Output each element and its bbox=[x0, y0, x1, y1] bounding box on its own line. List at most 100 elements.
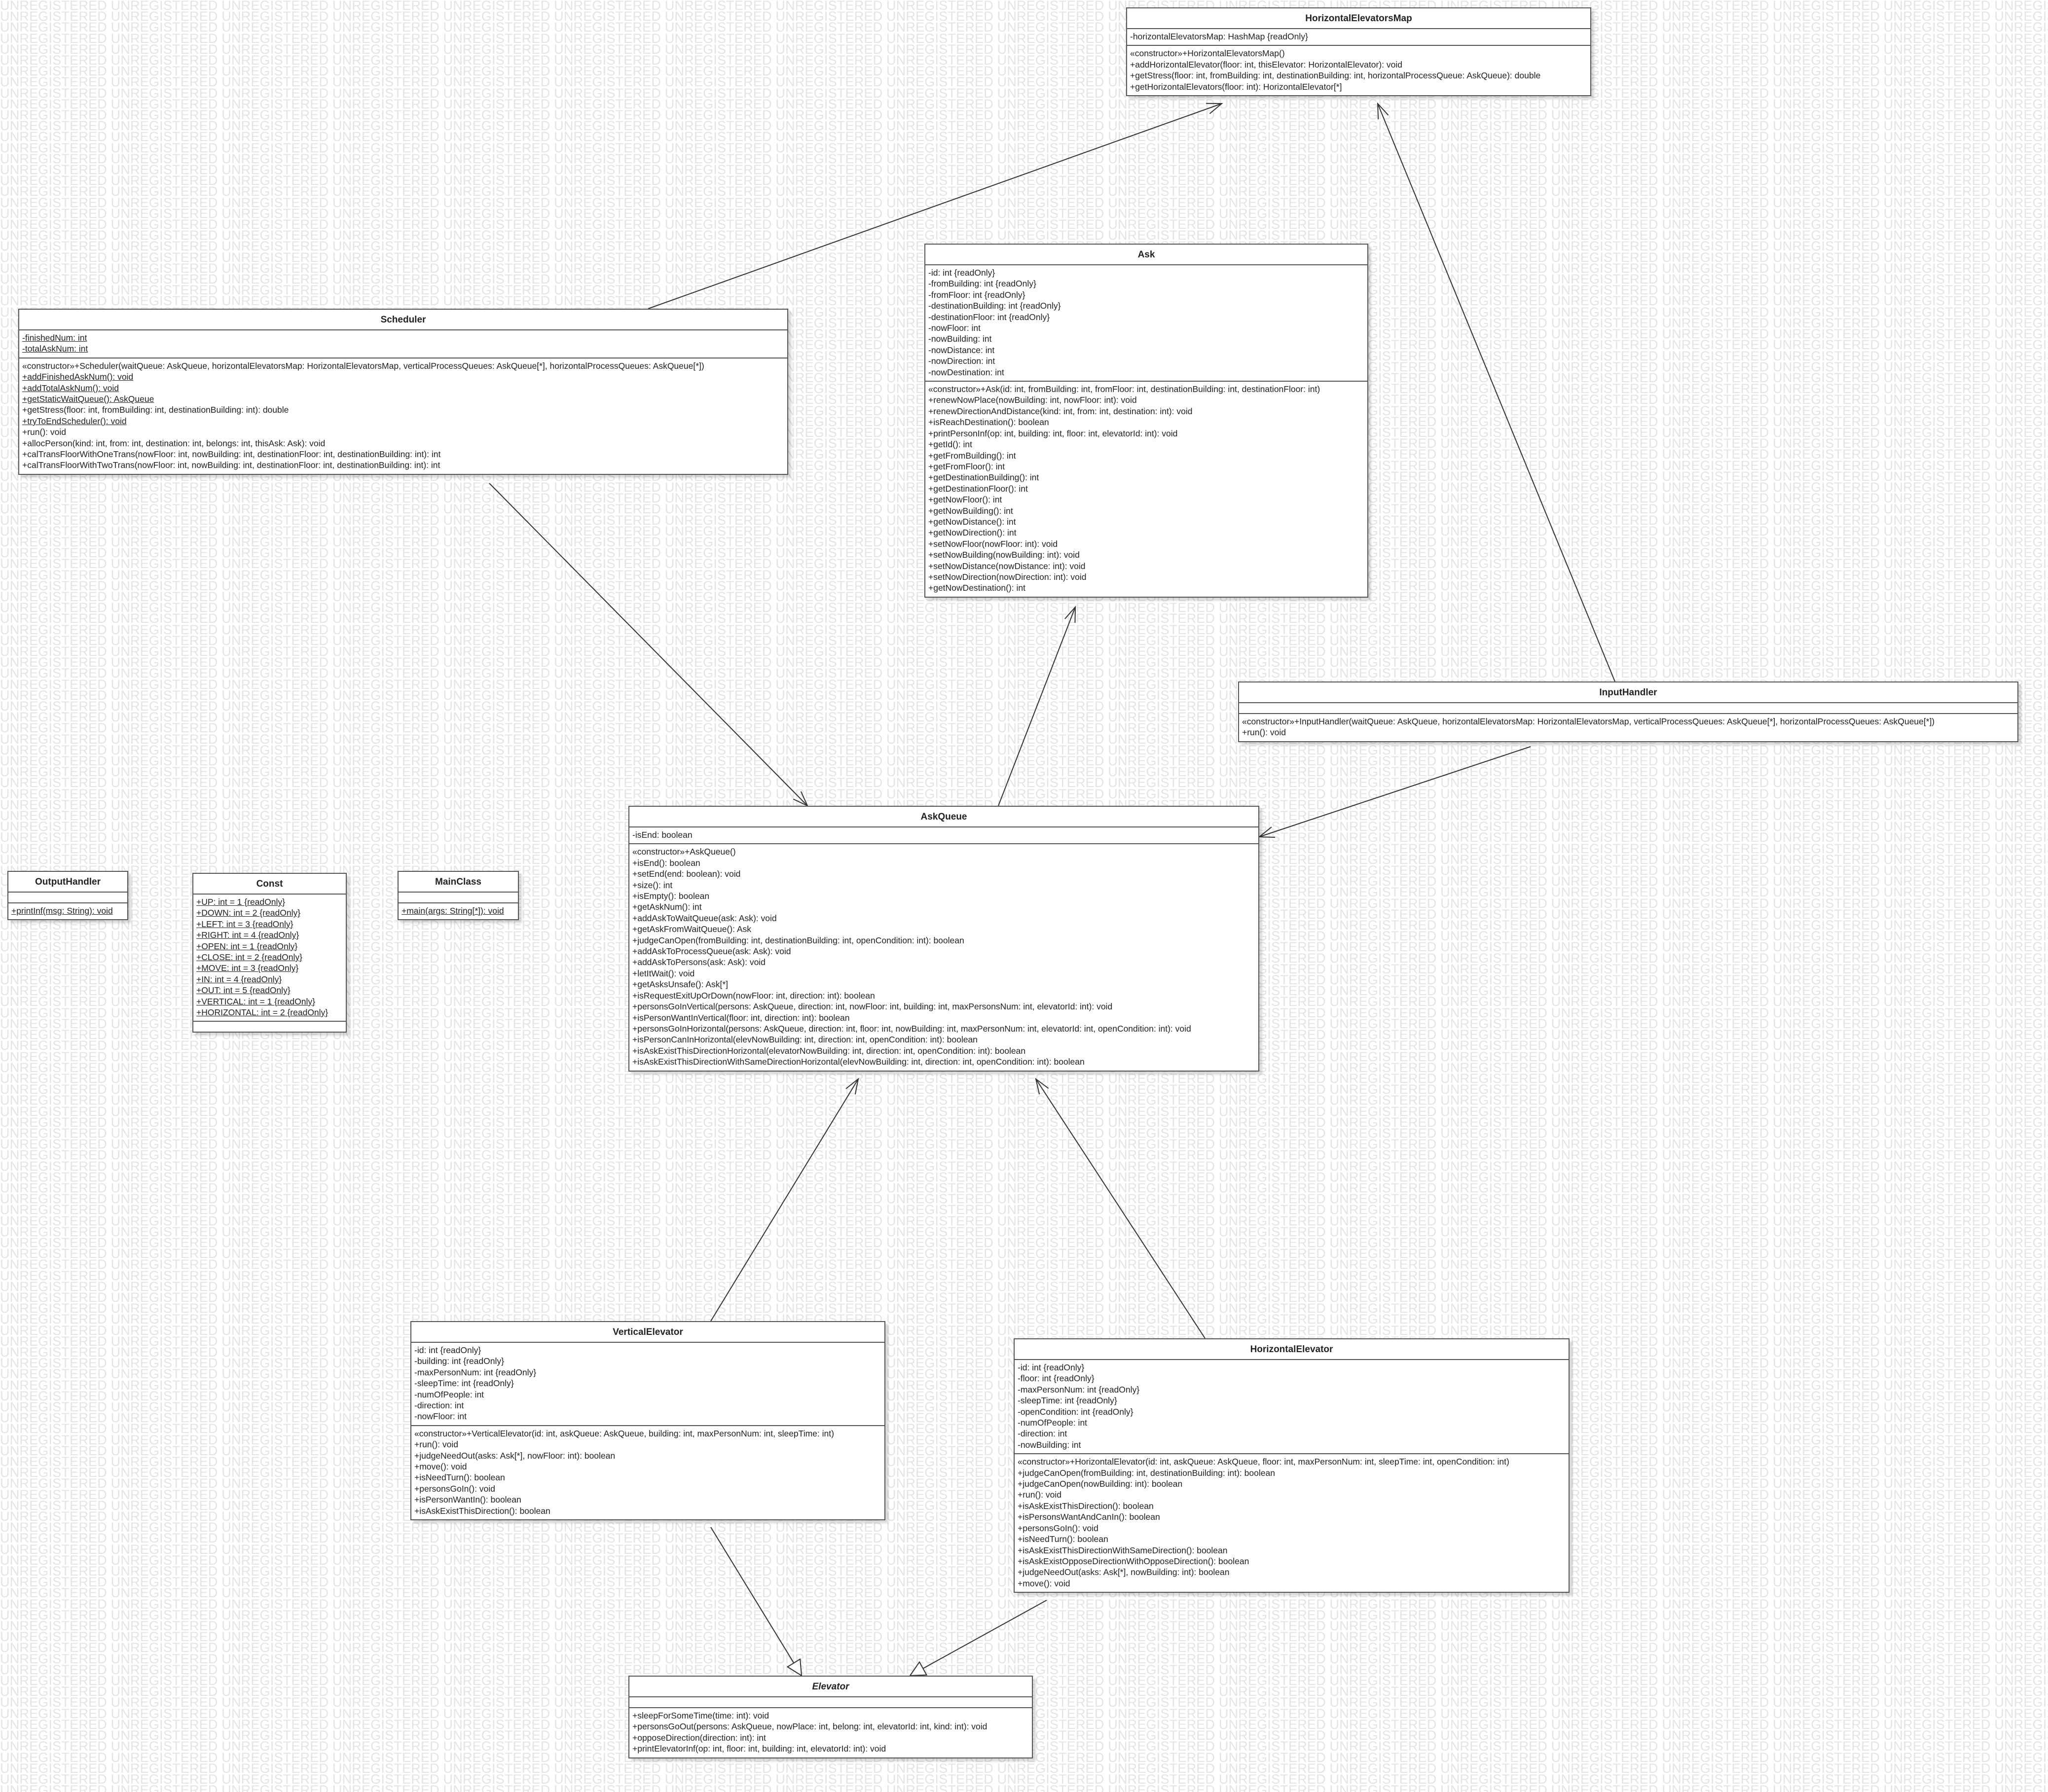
operations-compartment: «constructor»+InputHandler(waitQueue: As… bbox=[1239, 714, 2017, 741]
operation-row: +setNowDistance(nowDistance: int): void bbox=[928, 561, 1086, 571]
attribute-row: -totalAskNum: int bbox=[22, 344, 88, 354]
attribute-row: -sleepTime: int {readOnly} bbox=[414, 1378, 514, 1389]
operation-row: +isEnd(): boolean bbox=[632, 858, 700, 868]
operation-row: +addHorizontalElevator(floor: int, thisE… bbox=[1130, 59, 1402, 70]
operation-row: +addFinishedAskNum(): void bbox=[22, 372, 134, 382]
operation-row: +personsGoIn(): void bbox=[1018, 1523, 1098, 1533]
operation-row: +letItWait(): void bbox=[632, 968, 695, 978]
operation-row: +printPersonInf(op: int, building: int, … bbox=[928, 428, 1178, 438]
operation-row: +getFromBuilding(): int bbox=[928, 450, 1016, 461]
operation-row: +getStress(floor: int, fromBuilding: int… bbox=[22, 405, 289, 415]
operations-compartment: «constructor»+VerticalElevator(id: int, … bbox=[411, 1426, 884, 1519]
class-name: AskQueue bbox=[629, 807, 1258, 827]
operation-row: «constructor»+AskQueue() bbox=[632, 847, 736, 857]
attribute-row: -isEnd: boolean bbox=[632, 830, 693, 840]
operation-row: +isAskExistThisDirection(): boolean bbox=[414, 1505, 550, 1516]
attribute-row: +HORIZONTAL: int = 2 {readOnly} bbox=[196, 1007, 329, 1018]
class-ask[interactable]: Ask -id: int {readOnly}-fromBuilding: in… bbox=[924, 244, 1368, 598]
attribute-row: -id: int {readOnly} bbox=[414, 1345, 481, 1355]
attribute-row: -horizontalElevatorsMap: HashMap {readOn… bbox=[1130, 32, 1308, 41]
attributes-compartment bbox=[8, 893, 127, 903]
operation-row: +getDestinationBuilding(): int bbox=[928, 472, 1039, 483]
operations-compartment: +sleepForSomeTime(time: int): void+perso… bbox=[629, 1708, 1032, 1757]
attribute-row: -nowDistance: int bbox=[928, 345, 995, 355]
attribute-row: +VERTICAL: int = 1 {readOnly} bbox=[196, 996, 315, 1006]
attribute-row: -finishedNum: int bbox=[22, 333, 87, 343]
operation-row: +getAsksUnsafe(): Ask[*] bbox=[632, 979, 729, 990]
operations-compartment: +printInf(msg: String): void bbox=[8, 903, 127, 919]
class-horizontal-elevator[interactable]: HorizontalElevator -id: int {readOnly}-f… bbox=[1014, 1338, 1570, 1593]
attributes-compartment bbox=[1239, 703, 2017, 714]
operation-row: +personsGoInVertical(persons: AskQueue, … bbox=[632, 1002, 1113, 1012]
operations-compartment: «constructor»+HorizontalElevatorsMap()+a… bbox=[1127, 46, 1590, 95]
operation-row: +personsGoIn(): void bbox=[414, 1483, 495, 1494]
operation-row: +calTransFloorWithTwoTrans(nowFloor: int… bbox=[22, 460, 440, 470]
attribute-row: -floor: int {readOnly} bbox=[1018, 1373, 1095, 1384]
operation-row: +getNowFloor(): int bbox=[928, 495, 1002, 505]
operation-row: +isAskExistThisDirectionHorizontal(eleva… bbox=[632, 1045, 1026, 1056]
attributes-compartment: -finishedNum: int-totalAskNum: int bbox=[19, 330, 787, 358]
generalization-connector bbox=[909, 1600, 1047, 1677]
attribute-row: -nowBuilding: int bbox=[928, 334, 992, 344]
generalization-connector bbox=[710, 1527, 803, 1677]
operation-row: «constructor»+VerticalElevator(id: int, … bbox=[414, 1428, 834, 1438]
attribute-row: -maxPersonNum: int {readOnly} bbox=[1018, 1384, 1140, 1395]
operation-row: +move(): void bbox=[1018, 1578, 1070, 1588]
operation-row: +getFromFloor(): int bbox=[928, 461, 1005, 471]
attribute-row: +UP: int = 1 {readOnly} bbox=[196, 897, 285, 907]
class-vertical-elevator[interactable]: VerticalElevator -id: int {readOnly}-bui… bbox=[410, 1321, 885, 1521]
class-name: Const bbox=[193, 874, 346, 895]
class-elevator[interactable]: Elevator +sleepForSomeTime(time: int): v… bbox=[628, 1676, 1033, 1758]
operations-compartment: «constructor»+HorizontalElevator(id: int… bbox=[1015, 1454, 1569, 1592]
class-name: Ask bbox=[925, 245, 1367, 265]
operation-row: +run(): void bbox=[1018, 1490, 1061, 1500]
operation-row: +tryToEndScheduler(): void bbox=[22, 416, 127, 426]
operation-row: +getNowDestination(): int bbox=[928, 583, 1025, 593]
attribute-row: -id: int {readOnly} bbox=[1018, 1362, 1085, 1372]
attributes-compartment: -id: int {readOnly}-fromBuilding: int {r… bbox=[925, 265, 1367, 382]
class-ask-queue[interactable]: AskQueue -isEnd: boolean «constructor»+A… bbox=[628, 806, 1259, 1072]
operation-row: +printElevatorInf(op: int, floor: int, b… bbox=[632, 1744, 886, 1754]
attributes-compartment: -horizontalElevatorsMap: HashMap {readOn… bbox=[1127, 29, 1590, 46]
class-input-handler[interactable]: InputHandler «constructor»+InputHandler(… bbox=[1238, 681, 2018, 742]
operation-row: +getDestinationFloor(): int bbox=[928, 483, 1028, 494]
operation-row: +addAskToPersons(ask: Ask): void bbox=[632, 957, 766, 968]
association-connector bbox=[1035, 1077, 1206, 1339]
attributes-compartment bbox=[399, 893, 518, 903]
class-output-handler[interactable]: OutputHandler +printInf(msg: String): vo… bbox=[7, 871, 128, 921]
operation-row: +isPersonWantInVertical(floor: int, dire… bbox=[632, 1012, 850, 1023]
attribute-row: +LEFT: int = 3 {readOnly} bbox=[196, 919, 293, 929]
attribute-row: -direction: int bbox=[1018, 1429, 1067, 1439]
class-horizontal-elevators-map[interactable]: HorizontalElevatorsMap -horizontalElevat… bbox=[1126, 7, 1591, 97]
association-connector bbox=[648, 103, 1223, 309]
operation-row: «constructor»+InputHandler(waitQueue: As… bbox=[1242, 717, 1935, 726]
association-connector bbox=[1258, 746, 1531, 838]
operation-row: +isAskExistThisDirection(): boolean bbox=[1018, 1501, 1154, 1511]
operation-row: +isNeedTurn(): boolean bbox=[1018, 1534, 1108, 1544]
operation-row: «constructor»+HorizontalElevator(id: int… bbox=[1018, 1457, 1509, 1467]
class-name: Scheduler bbox=[19, 310, 787, 330]
operation-row: +getNowBuilding(): int bbox=[928, 505, 1013, 516]
attribute-row: -numOfPeople: int bbox=[414, 1389, 484, 1399]
operation-row: +personsGoInHorizontal(persons: AskQueue… bbox=[632, 1023, 1191, 1034]
operation-row: +personsGoOut(persons: AskQueue, nowPlac… bbox=[632, 1721, 987, 1732]
operation-row: +isAskExistThisDirectionWithSameDirectio… bbox=[1018, 1545, 1228, 1555]
attributes-compartment: -id: int {readOnly}-building: int {readO… bbox=[411, 1343, 884, 1426]
attribute-row: -openCondition: int {readOnly} bbox=[1018, 1406, 1134, 1417]
attribute-row: -nowDestination: int bbox=[928, 367, 1004, 377]
operation-row: +isPersonCanInHorizontal(elevNowBuilding… bbox=[632, 1035, 978, 1045]
operation-row: «constructor»+Scheduler(waitQueue: AskQu… bbox=[22, 360, 704, 371]
operation-row: +move(): void bbox=[414, 1462, 467, 1472]
class-name: VerticalElevator bbox=[411, 1322, 884, 1343]
operation-row: «constructor»+HorizontalElevatorsMap() bbox=[1130, 48, 1285, 59]
attribute-row: -building: int {readOnly} bbox=[414, 1356, 504, 1366]
operation-row: +size(): int bbox=[632, 880, 673, 890]
class-scheduler[interactable]: Scheduler -finishedNum: int-totalAskNum:… bbox=[18, 309, 788, 475]
attributes-compartment: -isEnd: boolean bbox=[629, 827, 1258, 845]
attribute-row: -direction: int bbox=[414, 1400, 464, 1411]
operation-row: +judgeNeedOut(asks: Ask[*], nowBuilding:… bbox=[1018, 1567, 1230, 1577]
operation-row: +run(): void bbox=[414, 1439, 458, 1450]
class-name: InputHandler bbox=[1239, 682, 2017, 703]
class-main-class[interactable]: MainClass +main(args: String[*]): void bbox=[398, 871, 519, 921]
class-const[interactable]: Const +UP: int = 1 {readOnly}+DOWN: int … bbox=[192, 873, 347, 1033]
